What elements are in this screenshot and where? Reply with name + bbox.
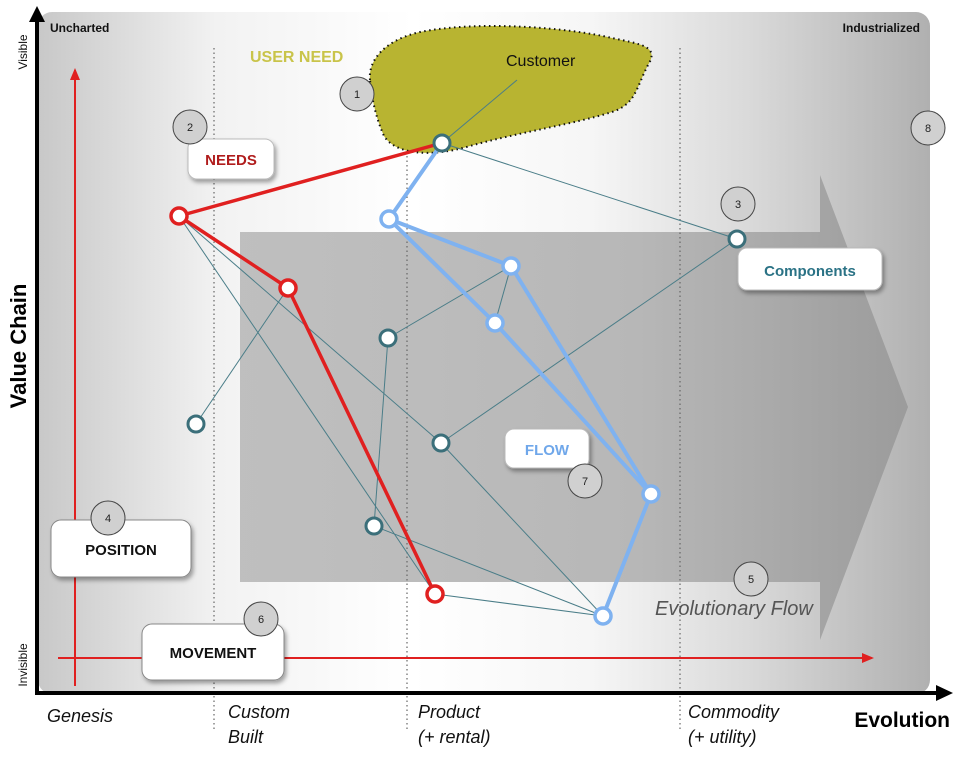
needs-callout: NEEDS [187, 138, 275, 180]
link [440, 238, 738, 444]
movement-label: MOVEMENT [170, 645, 257, 662]
marker-circle [339, 76, 375, 112]
y-axis-visible: Visible [16, 34, 30, 69]
link [434, 593, 604, 617]
x-axis-arrowhead [936, 685, 953, 701]
flow-node [485, 313, 505, 333]
needs-node [169, 206, 189, 226]
needs-label: NEEDS [205, 152, 257, 169]
marker-1: 1 [339, 76, 375, 112]
marker-circle [720, 186, 756, 222]
link [195, 287, 289, 425]
component-node [431, 433, 451, 453]
marker-number: 4 [105, 513, 111, 525]
marker-6: 6 [243, 601, 279, 637]
y-axis-title: Value Chain [6, 284, 31, 409]
flow-node [641, 484, 661, 504]
customer-label: Customer [506, 53, 576, 70]
link [440, 442, 604, 617]
flow-node [379, 209, 399, 229]
stage-label: Commodity [688, 702, 780, 722]
components-callout: Components [737, 247, 883, 291]
marker-number: 5 [748, 574, 754, 586]
marker-5: 5 [733, 561, 769, 597]
marker-circle [172, 109, 208, 145]
position-callout: POSITION [50, 519, 192, 578]
evolutionary-flow-label: Evolutionary Flow [655, 598, 814, 620]
position-label: POSITION [85, 542, 157, 559]
marker-number: 7 [582, 476, 588, 488]
flow-box [504, 428, 590, 469]
stage-label: Genesis [47, 706, 113, 726]
customer-node [432, 133, 452, 153]
link [373, 525, 604, 617]
marker-7: 7 [567, 463, 603, 499]
marker-8: 8 [910, 110, 946, 146]
flow-label: FLOW [525, 442, 570, 459]
components-label: Components [764, 263, 856, 280]
link [178, 215, 436, 595]
axes [29, 6, 953, 701]
marker-number: 6 [258, 614, 264, 626]
component-node [727, 229, 747, 249]
user-need-label: USER NEED [250, 49, 343, 66]
link [494, 265, 512, 324]
nodes [169, 133, 747, 626]
marker-number: 1 [354, 89, 360, 101]
stage-label: Custom [228, 702, 290, 722]
stage-label: Product [418, 702, 481, 722]
needs-node [278, 278, 298, 298]
marker-circle [567, 463, 603, 499]
movement-callout: MOVEMENT [141, 623, 285, 681]
components-box [737, 247, 883, 291]
component-node [378, 328, 398, 348]
user-need-blob [368, 24, 653, 154]
y-axis-arrowhead [29, 6, 45, 22]
marker-number: 8 [925, 123, 931, 135]
marker-4: 4 [90, 500, 126, 536]
needs-node [425, 584, 445, 604]
marker-number: 2 [187, 122, 193, 134]
stage-label-line2: (+ utility) [688, 727, 757, 747]
marker-circle [910, 110, 946, 146]
component-node [364, 516, 384, 536]
marker-circle [733, 561, 769, 597]
corner-industrialized: Industrialized [843, 21, 920, 35]
x-axis-title: Evolution [854, 709, 950, 732]
corner-uncharted: Uncharted [50, 21, 109, 35]
link [178, 215, 442, 444]
stage-label-line2: Built [228, 727, 264, 747]
needs-box [187, 138, 275, 180]
link [387, 265, 512, 339]
needs-path [177, 141, 443, 595]
flow-callout: FLOW [504, 428, 590, 469]
flow-node [501, 256, 521, 276]
evolution-stages: Genesis Custom Built Product (+ rental) … [47, 702, 780, 747]
numbered-markers: 1 2 3 4 5 6 7 8 [90, 76, 946, 637]
link [373, 337, 389, 527]
component-node [186, 414, 206, 434]
stage-label-line2: (+ rental) [418, 727, 491, 747]
link [441, 142, 738, 240]
link [441, 79, 518, 144]
marker-circle [90, 500, 126, 536]
marker-number: 3 [735, 199, 741, 211]
y-axis-invisible: Invisible [16, 643, 30, 687]
marker-2: 2 [172, 109, 208, 145]
movement-box [141, 623, 285, 681]
flow-node [593, 606, 613, 626]
marker-3: 3 [720, 186, 756, 222]
marker-circle [243, 601, 279, 637]
component-links [178, 79, 738, 617]
